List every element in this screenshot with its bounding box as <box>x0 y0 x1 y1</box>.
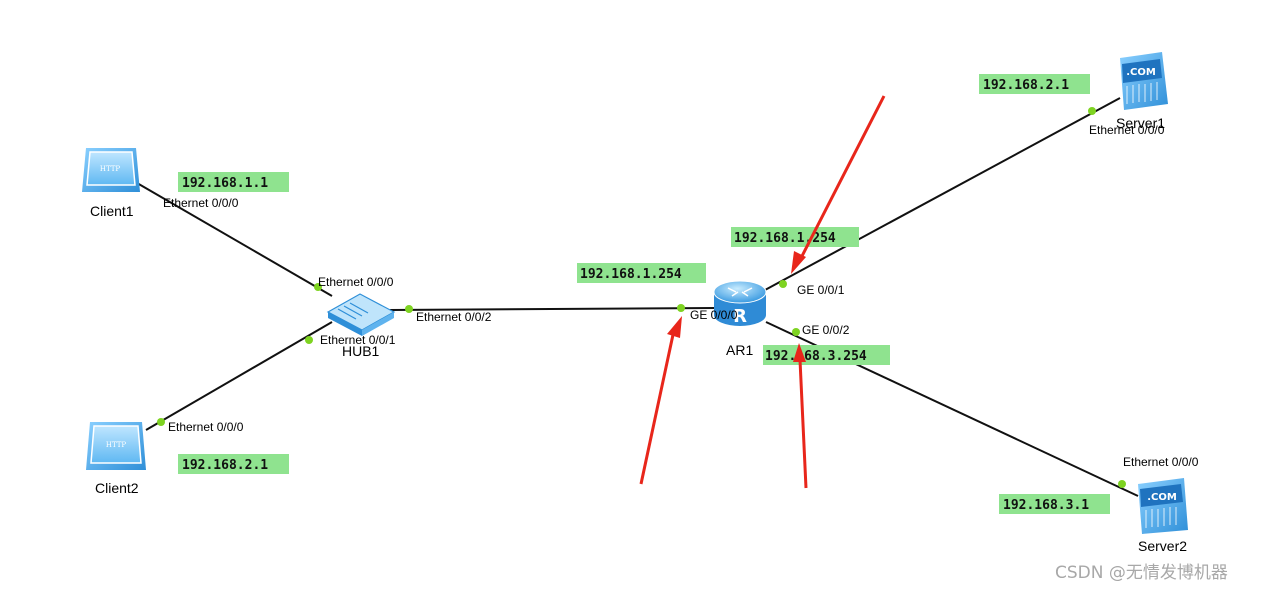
ar1-ge000-ip: 192.168.1.254 <box>580 267 682 282</box>
arrow-to-ge002 <box>793 343 808 489</box>
server2-port-label: Ethernet 0/0/0 <box>1123 455 1199 469</box>
ip-labels: 192.168.1.1 192.168.2.1 192.168.1.254 19… <box>178 74 1110 514</box>
router-icon: R <box>713 280 767 327</box>
com-server-icon: .COM <box>1120 52 1168 110</box>
port-dot[interactable] <box>405 305 413 313</box>
server1-device[interactable]: .COM Server1 <box>1116 52 1168 131</box>
svg-text:HTTP: HTTP <box>106 441 127 449</box>
ar1-label: AR1 <box>726 342 753 358</box>
port-dot[interactable] <box>157 418 165 426</box>
http-client-icon: HTTP <box>82 148 140 192</box>
client1-port-label: Ethernet 0/0/0 <box>163 196 239 210</box>
annotation-arrows <box>639 95 886 489</box>
client1-label: Client1 <box>90 203 134 219</box>
link-client2-hub1[interactable] <box>145 321 333 431</box>
port-dot[interactable] <box>779 280 787 288</box>
hub-icon <box>326 293 396 336</box>
server2-device[interactable]: .COM Server2 <box>1138 478 1188 554</box>
ar1-ge000-label: GE 0/0/0 <box>690 308 738 322</box>
arrow-to-ge001 <box>791 95 886 274</box>
ar1-ge002-label: GE 0/0/2 <box>802 323 850 337</box>
server2-label: Server2 <box>1138 538 1187 554</box>
ar1-ge002-ip: 192.168.3.254 <box>765 349 867 364</box>
svg-text:.COM: .COM <box>1126 67 1156 78</box>
client2-label: Client2 <box>95 480 139 496</box>
client2-port-label: Ethernet 0/0/0 <box>168 420 244 434</box>
hub1-label: HUB1 <box>342 343 380 359</box>
ar1-ge001-label: GE 0/0/1 <box>797 283 845 297</box>
link-client1-hub1[interactable] <box>136 182 333 297</box>
server2-ip: 192.168.3.1 <box>1003 498 1089 513</box>
hub1-port0-label: Ethernet 0/0/0 <box>318 275 394 289</box>
hub1-device[interactable]: HUB1 <box>326 293 396 359</box>
port-dot[interactable] <box>305 336 313 344</box>
server1-port-label: Ethernet 0/0/0 <box>1089 123 1165 137</box>
port-dot[interactable] <box>792 328 800 336</box>
hub1-port2-label: Ethernet 0/0/2 <box>416 310 492 324</box>
port-dot[interactable] <box>314 283 322 291</box>
client1-ip: 192.168.1.1 <box>182 176 268 191</box>
svg-text:HTTP: HTTP <box>100 165 121 173</box>
link-ar1-server1[interactable] <box>764 97 1121 291</box>
http-client-icon: HTTP <box>86 422 146 470</box>
svg-text:R: R <box>733 306 747 327</box>
port-dot[interactable] <box>1088 107 1096 115</box>
hub1-port1-label: Ethernet 0/0/1 <box>320 333 396 347</box>
server1-ip: 192.168.2.1 <box>983 78 1069 93</box>
port-dot[interactable] <box>677 304 685 312</box>
arrow-to-ge000 <box>639 316 682 485</box>
server1-label: Server1 <box>1116 115 1165 131</box>
watermark: CSDN @无情发博机器 <box>1055 563 1228 583</box>
client2-device[interactable]: HTTP Client2 <box>86 422 146 496</box>
client1-device[interactable]: HTTP Client1 <box>82 148 140 219</box>
port-dot[interactable] <box>1118 480 1126 488</box>
port-dots <box>157 107 1126 488</box>
com-server-icon: .COM <box>1138 478 1188 534</box>
links <box>136 97 1139 497</box>
link-hub1-ar1[interactable] <box>389 307 716 311</box>
ar1-ge001-ip: 192.168.1.254 <box>734 231 836 246</box>
port-labels: Ethernet 0/0/0 Ethernet 0/0/0 Ethernet 0… <box>163 123 1199 469</box>
client2-ip: 192.168.2.1 <box>182 458 268 473</box>
svg-text:.COM: .COM <box>1147 492 1177 503</box>
ar1-device[interactable]: R AR1 <box>713 280 767 358</box>
